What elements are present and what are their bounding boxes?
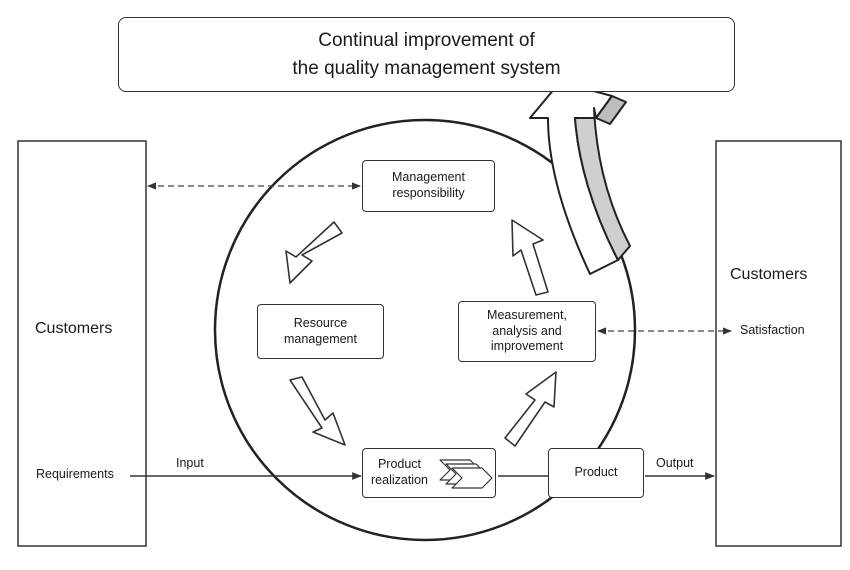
cycle-arrow-resource-to-realization [289,376,346,446]
product-box: Product [548,448,644,498]
product-realization-box: Product realization [362,448,496,498]
output-label: Output [656,456,694,470]
measurement-analysis-improvement-box: Measurement, analysis and improvement [458,301,596,362]
customers-left-label: Customers [35,320,113,337]
customers-left-panel [17,140,147,547]
resource-management-box: Resource management [257,304,384,359]
satisfaction-label: Satisfaction [738,323,807,337]
customers-right-panel [715,140,842,547]
cycle-arrow-management-to-resource [285,221,343,284]
continual-improvement-box: Continual improvement of the quality man… [118,17,735,92]
input-label: Input [176,456,204,470]
cycle-arrow-realization-to-measurement [504,371,557,447]
improvement-arrow [529,81,631,275]
realization-chevrons [439,459,493,489]
cycle-arrow-measurement-to-management [511,219,549,296]
customers-right-label: Customers [730,266,808,283]
management-responsibility-box: Management responsibility [362,160,495,212]
requirements-label: Requirements [36,467,114,481]
product-realization-label: Product realization [371,457,428,487]
